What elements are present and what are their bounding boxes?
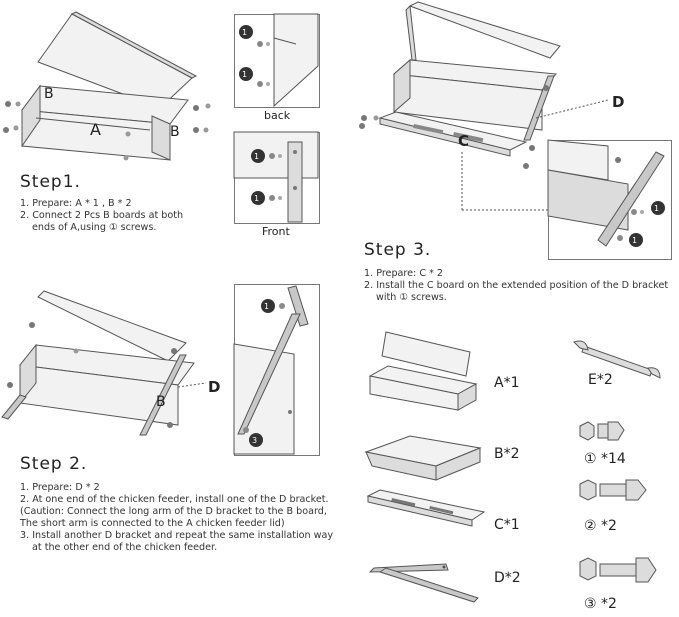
step1-item-2: 2. Connect 2 Pcs B boards at both: [20, 210, 184, 221]
step2-item-3-cont: at the other end of the chicken feeder.: [32, 542, 218, 553]
screw-3-label: ③ *2: [584, 596, 617, 612]
svg-text:1: 1: [632, 236, 637, 245]
svg-text:1: 1: [242, 70, 247, 79]
part-b-label: B*2: [494, 446, 520, 462]
step1-title: Step1.: [20, 172, 81, 192]
screw-2-label: ② *2: [584, 518, 617, 534]
inset-front-caption: Front: [262, 225, 290, 238]
svg-text:3: 3: [252, 436, 257, 445]
step2-label-d: D: [208, 378, 221, 396]
svg-text:1: 1: [264, 302, 269, 311]
step1-instructions: 1. Prepare: A * 1 , B * 2 2. Connect 2 P…: [20, 198, 230, 234]
step3-item-2: 2. Install the C board on the extended p…: [364, 280, 669, 291]
step2-item-2: 2. At one end of the chicken feeder, ins…: [20, 494, 329, 505]
step2-inset-illustration: 1 3: [233, 285, 309, 455]
screw-1-icon: [579, 421, 625, 441]
step3-title: Step 3.: [364, 240, 432, 260]
svg-text:1: 1: [654, 204, 659, 213]
svg-text:1: 1: [254, 152, 259, 161]
screw-2-icon: [579, 479, 647, 501]
step3-inset-illustration: 1 1: [547, 139, 665, 247]
svg-text:1: 1: [254, 194, 259, 203]
step2-item-1: 1. Prepare: D * 2: [20, 482, 100, 493]
step2-item-3: 3. Install another D bracket and repeat …: [20, 530, 334, 541]
screw-1-label: ① *14: [584, 451, 626, 467]
step2-box-illustration: [1, 290, 207, 436]
step3-label-c: C: [458, 132, 470, 150]
step3-item-2-cont: with ① screws.: [376, 292, 447, 303]
part-b-illustration: [364, 435, 482, 481]
step2-instructions: 1. Prepare: D * 2 2. At one end of the c…: [20, 482, 350, 554]
step2-title: Step 2.: [20, 454, 88, 474]
screw-3-icon: [579, 557, 657, 583]
step2-label-b: B: [156, 394, 166, 410]
part-c-illustration: [366, 489, 486, 527]
part-a-label: A*1: [494, 375, 520, 391]
inset-back-illustration: 1 1: [239, 13, 319, 108]
part-d-label: D*2: [494, 570, 521, 586]
inset-front-illustration: 1 1: [233, 131, 319, 223]
step3-box-illustration: [359, 1, 609, 211]
step3-item-1: 1. Prepare: C * 2: [364, 268, 444, 279]
step1-item-1: 1. Prepare: A * 1 , B * 2: [20, 198, 132, 209]
step3-label-d: D: [612, 93, 625, 111]
step2-item-2-caution-1: (Caution: Connect the long arm of the D …: [20, 506, 327, 517]
part-c-label: C*1: [494, 517, 520, 533]
part-a-illustration: [368, 331, 478, 411]
step1-label-a: A: [90, 120, 101, 139]
part-e-label: E*2: [588, 372, 613, 388]
step1-label-b-right: B: [170, 124, 180, 140]
step1-box-illustration: [3, 11, 211, 161]
step2-item-2-caution-2: The short arm is connected to the A chic…: [20, 518, 285, 529]
svg-text:1: 1: [242, 28, 247, 37]
step1-label-b-left: B: [44, 86, 54, 102]
step3-instructions: 1. Prepare: C * 2 2. Install the C board…: [364, 268, 674, 304]
part-d-illustration: [368, 563, 479, 603]
inset-back-caption: back: [264, 109, 291, 122]
step1-item-2-cont: ends of A,using ① screws.: [32, 222, 157, 233]
part-e-wrench-icon: [573, 340, 661, 379]
